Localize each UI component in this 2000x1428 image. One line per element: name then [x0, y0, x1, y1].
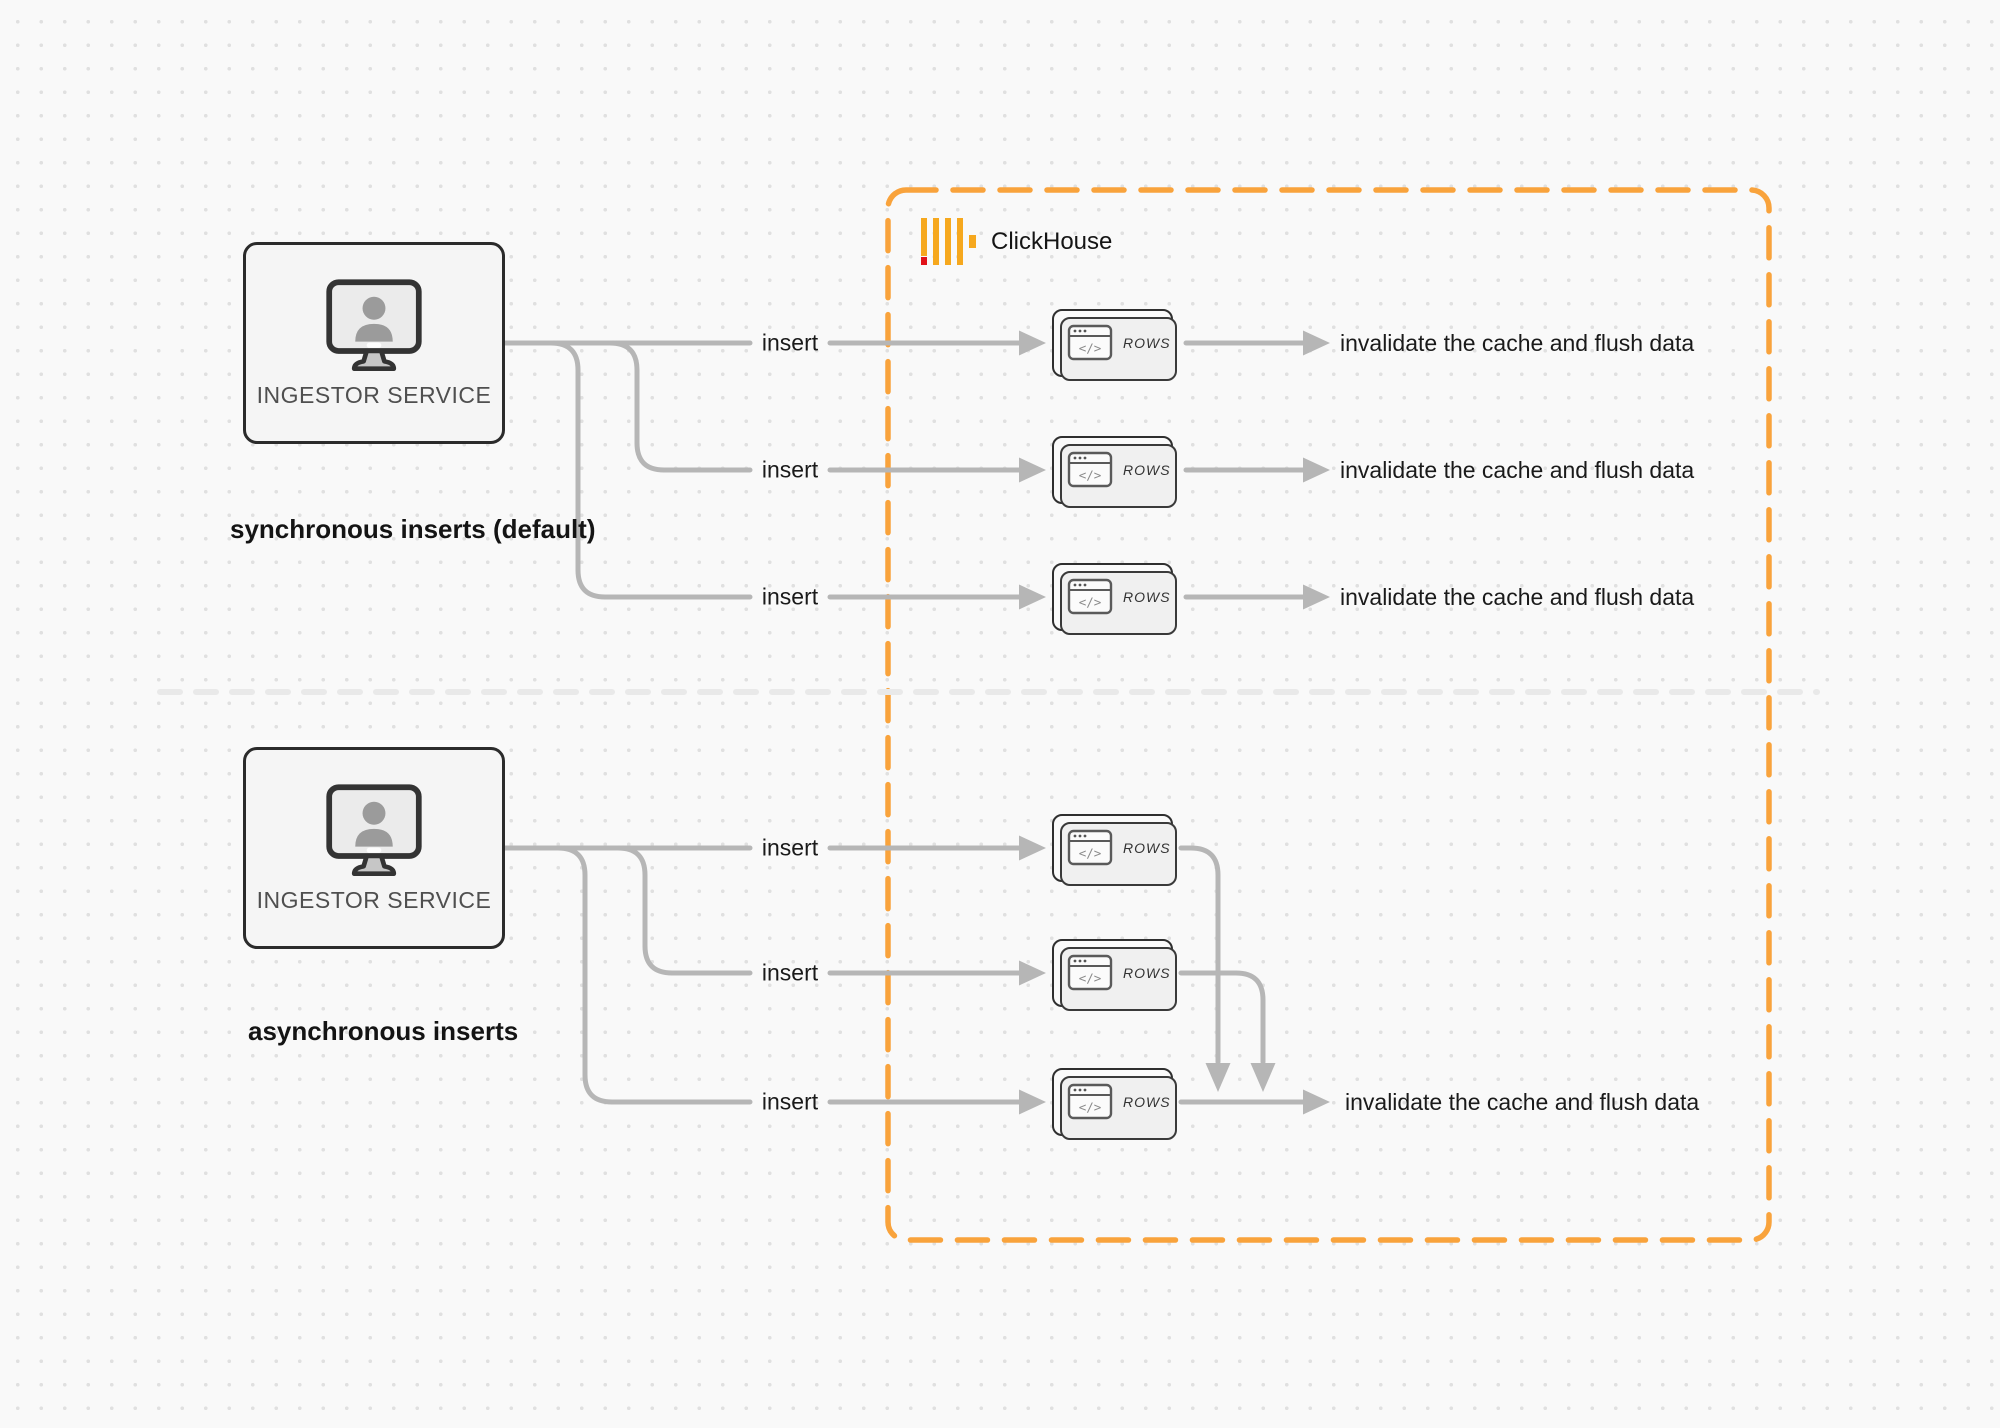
rows-card: </> ROWS [1052, 436, 1177, 508]
svg-text:</>: </> [1079, 341, 1102, 356]
async-caption: asynchronous inserts [248, 1016, 519, 1046]
insert-label: insert [761, 456, 819, 483]
rows-card: </> ROWS [1052, 939, 1177, 1011]
insert-label: insert [761, 583, 819, 610]
code-window-icon: </> [1067, 324, 1113, 361]
code-window-icon: </> [1067, 451, 1113, 488]
outcome-label: invalidate the cache and flush data [1340, 584, 1695, 610]
rows-label: ROWS [1123, 1094, 1171, 1110]
ingestor-service-box-sync: INGESTOR SERVICE [243, 242, 505, 444]
ingestor-service-label: INGESTOR SERVICE [256, 886, 492, 913]
monitor-user-icon [326, 783, 422, 876]
rows-label: ROWS [1123, 335, 1171, 351]
ingestor-service-box-async: INGESTOR SERVICE [243, 747, 505, 949]
code-window-icon: </> [1067, 1083, 1113, 1120]
clickhouse-label: ClickHouse [991, 228, 1113, 255]
monitor-user-icon [326, 278, 422, 371]
clickhouse-panel [885, 187, 1772, 1243]
svg-text:</>: </> [1079, 971, 1102, 986]
rows-card: </> ROWS [1052, 814, 1177, 886]
insert-label: insert [761, 834, 819, 861]
insert-label: insert [761, 1088, 819, 1115]
ingestor-service-label: INGESTOR SERVICE [256, 381, 492, 408]
svg-text:</>: </> [1079, 468, 1102, 483]
rows-card: </> ROWS [1052, 563, 1177, 635]
insert-label: insert [761, 329, 819, 356]
outcome-label: invalidate the cache and flush data [1340, 457, 1695, 483]
svg-text:</>: </> [1079, 1100, 1102, 1115]
rows-label: ROWS [1123, 840, 1171, 856]
svg-text:</>: </> [1079, 846, 1102, 861]
code-window-icon: </> [1067, 954, 1113, 991]
svg-text:</>: </> [1079, 595, 1102, 610]
rows-card: </> ROWS [1052, 1068, 1177, 1140]
outcome-label: invalidate the cache and flush data [1340, 330, 1695, 356]
rows-label: ROWS [1123, 965, 1171, 981]
outcome-label: invalidate the cache and flush data [1345, 1089, 1700, 1115]
code-window-icon: </> [1067, 829, 1113, 866]
rows-label: ROWS [1123, 589, 1171, 605]
code-window-icon: </> [1067, 578, 1113, 615]
clickhouse-logo-icon [921, 218, 976, 265]
sync-caption: synchronous inserts (default) [230, 514, 596, 544]
rows-card: </> ROWS [1052, 309, 1177, 381]
rows-label: ROWS [1123, 462, 1171, 478]
insert-label: insert [761, 959, 819, 986]
